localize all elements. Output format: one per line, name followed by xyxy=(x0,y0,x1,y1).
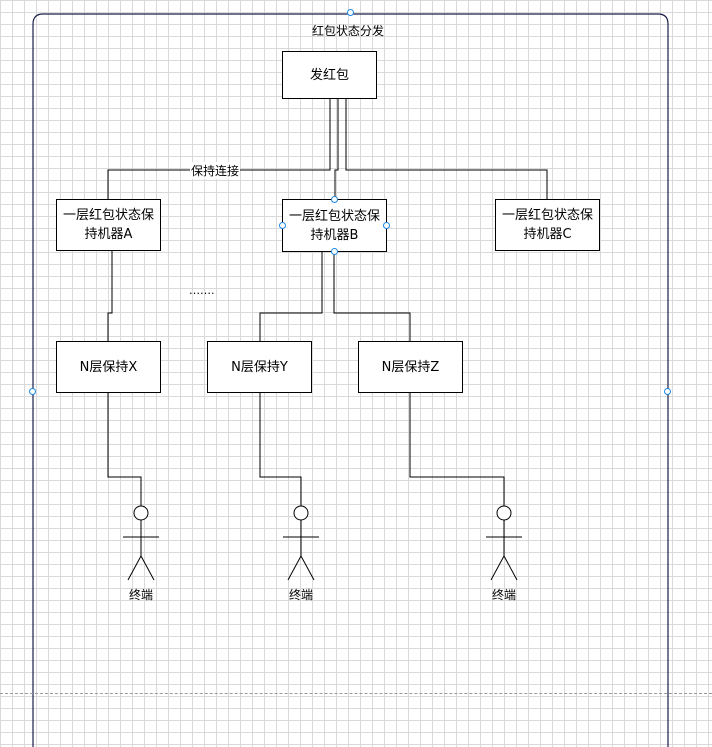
node-n-layer-z[interactable]: N层保持Z xyxy=(358,341,463,393)
node-n-layer-x[interactable]: N层保持X xyxy=(56,341,161,393)
node-b-handle-bottom[interactable] xyxy=(331,248,338,255)
edge-b-to-z[interactable] xyxy=(333,251,411,341)
container-handle-top[interactable] xyxy=(347,9,354,16)
node-holder-c[interactable]: 一层红包状态保持机器C xyxy=(495,199,600,251)
edge-z-to-terminal[interactable] xyxy=(409,393,505,506)
edge-a-to-x[interactable] xyxy=(107,250,113,341)
ellipsis-label: ……. xyxy=(189,284,215,297)
node-b-handle-right[interactable] xyxy=(383,222,390,229)
edge-send-to-a[interactable] xyxy=(107,99,331,199)
edge-send-to-c[interactable] xyxy=(345,99,548,199)
actor-label-terminal-2: 终端 xyxy=(288,588,313,602)
actor-label-terminal-1: 终端 xyxy=(128,588,153,602)
container-handle-right[interactable] xyxy=(664,388,671,395)
container-title: 红包状态分发 xyxy=(312,24,385,38)
actor-label-terminal-3: 终端 xyxy=(491,588,516,602)
edge-x-to-terminal[interactable] xyxy=(107,393,142,506)
edge-label-keep-connection: 保持连接 xyxy=(190,162,241,179)
node-send-red-packet[interactable]: 发红包 xyxy=(282,51,377,99)
actor-terminal-3[interactable] xyxy=(486,505,522,581)
node-b-handle-left[interactable] xyxy=(279,222,286,229)
edge-send-to-b[interactable] xyxy=(334,99,339,199)
actor-terminal-2[interactable] xyxy=(283,505,319,581)
node-b-handle-top[interactable] xyxy=(331,196,338,203)
node-holder-b[interactable]: 一层红包状态保持机器B xyxy=(282,199,387,252)
node-holder-a[interactable]: 一层红包状态保持机器A xyxy=(56,199,161,251)
actor-terminal-1[interactable] xyxy=(123,505,159,581)
container-handle-left[interactable] xyxy=(29,388,36,395)
page-break-line xyxy=(0,693,712,694)
edge-b-to-y[interactable] xyxy=(259,251,323,341)
edge-y-to-terminal[interactable] xyxy=(259,393,302,506)
node-n-layer-y[interactable]: N层保持Y xyxy=(207,341,312,393)
